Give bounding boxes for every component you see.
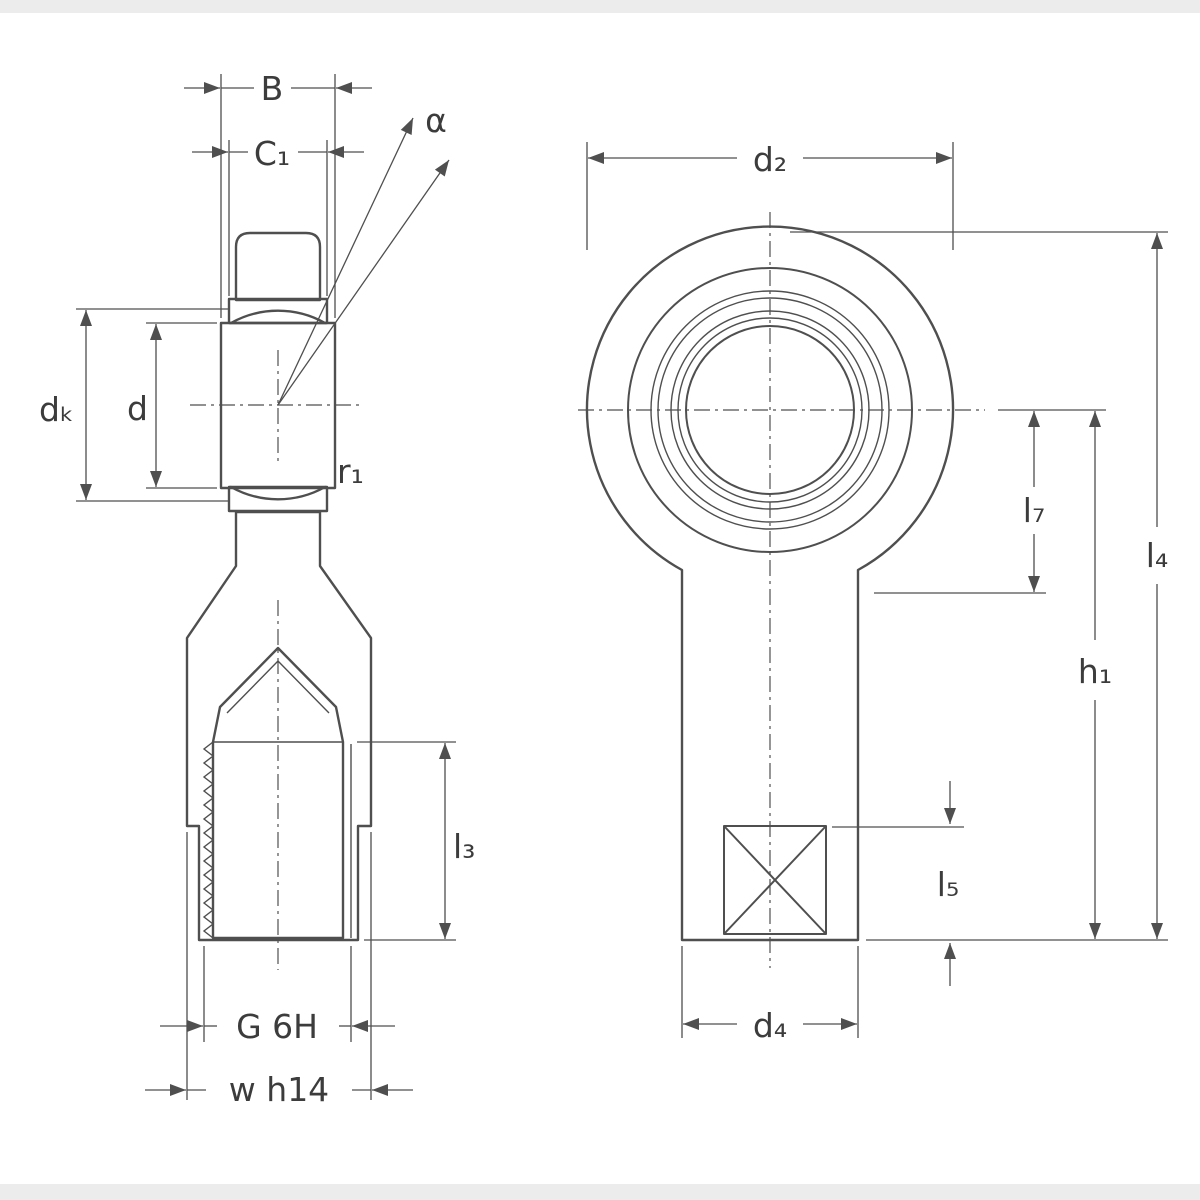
dim-B: B: [184, 69, 372, 318]
dim-label-b: B: [261, 69, 284, 108]
ball-bottom-arc: [229, 485, 327, 501]
dim-h1: h₁: [998, 409, 1112, 939]
misalignment-line: [277, 117, 414, 406]
dim-label-d4: d₄: [753, 1006, 787, 1045]
dim-label-c1: C₁: [254, 134, 290, 173]
dim-dk: dₖ: [39, 308, 230, 502]
dim-label-l5: l₅: [937, 865, 959, 904]
dim-label-d: d: [127, 389, 148, 428]
left-view-section: [185, 231, 373, 970]
dim-l3: l₃: [357, 741, 475, 941]
dim-l7: l₇: [874, 411, 1046, 594]
ball-top-arc: [229, 309, 327, 325]
dim-label-h1: h₁: [1078, 652, 1112, 691]
dim-d4: d₄: [681, 946, 859, 1045]
dim-r1: r₁: [337, 452, 364, 491]
dim-label-dk: dₖ: [39, 390, 74, 429]
right-view-front: [578, 212, 985, 968]
dim-label-r1: r₁: [337, 452, 364, 491]
dim-d2: d₂: [586, 140, 954, 250]
thread-zone-cross-icon: [723, 825, 827, 935]
thread-zone-box: [723, 825, 827, 935]
dim-thread-G6H: G 6H: [160, 946, 395, 1046]
dim-alpha: α: [277, 101, 450, 406]
dim-label-l4: l₄: [1146, 536, 1168, 575]
dim-l4: l₄: [790, 231, 1168, 941]
body-section: [185, 510, 373, 942]
dim-width-flats: w h14: [145, 832, 413, 1109]
thread-profile-icon: [202, 741, 215, 939]
dim-l5: l₅: [832, 781, 964, 986]
dim-label-l3: l₃: [453, 827, 475, 866]
dim-label-width-flats: w h14: [229, 1070, 329, 1109]
dim-C1: C₁: [192, 134, 364, 296]
head-top-section: [234, 231, 322, 302]
bottom-margin: [0, 1184, 1200, 1200]
dim-label-alpha: α: [425, 101, 447, 140]
rod-end-outline: [585, 225, 955, 942]
dim-label-l7: l₇: [1023, 491, 1045, 530]
dim-label-thread: G 6H: [236, 1007, 318, 1046]
threaded-bore: [211, 646, 345, 940]
top-margin: [0, 0, 1200, 13]
dim-d: d: [127, 322, 217, 489]
misalignment-line: [277, 159, 450, 406]
dim-label-d2: d₂: [753, 140, 787, 179]
